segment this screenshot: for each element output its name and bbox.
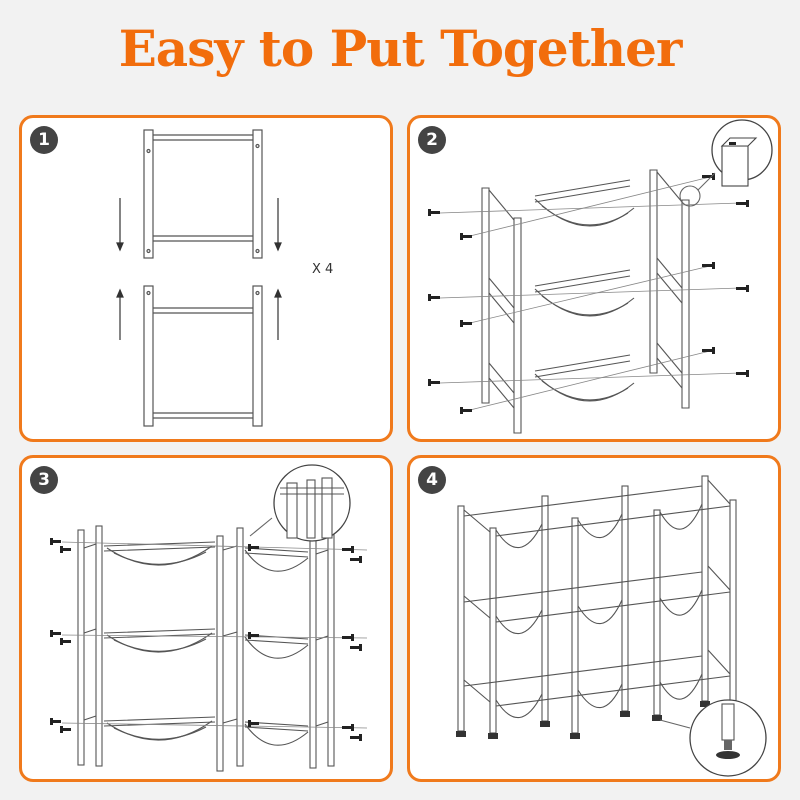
top-rails	[463, 485, 731, 707]
step-1-diagram	[116, 129, 282, 427]
step-2-diagram	[428, 119, 773, 434]
step-1-panel: 1	[19, 115, 393, 442]
left-side-frame	[77, 525, 103, 767]
bottle-cradle	[103, 628, 216, 653]
bottle-cradle	[495, 503, 703, 549]
step-3-badge: 3	[30, 466, 58, 494]
bottle-cradle	[495, 589, 703, 635]
bottle-cradle	[534, 269, 635, 317]
arrow-up-icon	[116, 288, 124, 340]
quantity-multiplier: X 4	[312, 262, 334, 277]
middle-side-frame	[216, 527, 244, 772]
step-4-diagram	[456, 475, 767, 777]
lower-side-frame	[143, 285, 263, 427]
foot-pad-icon	[456, 701, 710, 739]
upper-side-frame	[143, 129, 263, 259]
bottle-cradle	[534, 179, 635, 227]
step-4-panel: 4	[407, 455, 781, 782]
screw-icon	[428, 173, 749, 414]
bottle-cradle	[534, 354, 635, 402]
step-3-diagram	[50, 464, 368, 772]
bottle-cradle	[103, 541, 216, 566]
bottle-cradle	[244, 547, 309, 572]
right-side-frame	[309, 533, 335, 769]
step-2-panel: 2	[407, 115, 781, 442]
screw-guide-lines	[439, 176, 741, 411]
step-4-badge: 4	[418, 466, 446, 494]
step-1-badge: 1	[30, 126, 58, 154]
detail-magnifier-icon	[659, 699, 767, 777]
bottle-cradle	[244, 634, 309, 659]
left-side-frame	[481, 187, 522, 434]
bottle-cradle	[244, 721, 309, 746]
screw-icon	[50, 538, 362, 741]
arrow-down-icon	[274, 198, 282, 252]
bottle-cradle	[103, 716, 216, 741]
detail-magnifier-icon	[679, 119, 773, 207]
step-3-panel: 3	[19, 455, 393, 782]
bottle-cradle	[495, 673, 703, 719]
page-title: Easy to Put Together	[118, 19, 683, 78]
arrow-down-icon	[116, 198, 124, 252]
arrow-up-icon	[274, 288, 282, 340]
screw-guide-lines	[61, 541, 368, 729]
detail-magnifier-icon	[249, 464, 351, 542]
step-2-badge: 2	[418, 126, 446, 154]
side-connectors	[463, 479, 731, 703]
